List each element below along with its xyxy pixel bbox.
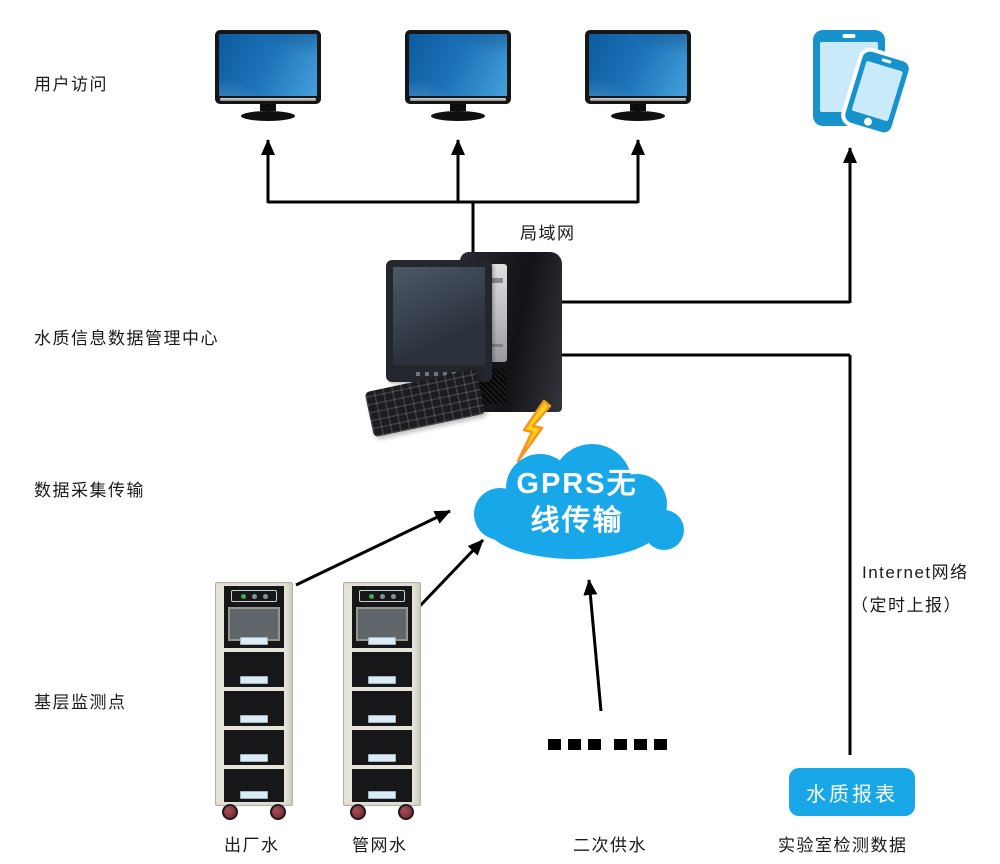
cabinet-drawer: [224, 652, 284, 687]
monitor-screen: [409, 34, 507, 96]
cabinet-display: [356, 607, 408, 641]
cabinet-wheel: [398, 804, 414, 820]
label-factory-water: 出厂水: [224, 836, 280, 855]
computer-monitor-buttons: [416, 372, 462, 376]
water-quality-report-button[interactable]: 水质报表: [789, 768, 915, 816]
cabinet-drawer: [352, 691, 412, 726]
cabinet-label-plate: [240, 637, 268, 645]
cabinet-led-strip: [231, 590, 277, 602]
gprs-cloud-label: GPRS无 线传输: [488, 466, 666, 540]
monitor-neck: [450, 104, 466, 111]
cabinet-drawer: [224, 769, 284, 802]
ellipsis-dash: [588, 739, 601, 750]
cabinet-drawer: [352, 652, 412, 687]
cabinet-label-plate: [368, 637, 396, 645]
label-scheduled-report: （定时上报）: [851, 596, 962, 615]
label-pipe-network-water: 管网水: [352, 836, 408, 855]
label-lan: 局域网: [520, 224, 576, 243]
label-user-access: 用户访问: [34, 75, 108, 94]
desktop-monitor-icon: [405, 30, 511, 122]
management-computer-icon: [364, 248, 573, 438]
cabinet-drawer: [352, 769, 412, 802]
monitor-base: [431, 111, 485, 121]
arrow-secondary-to-cloud: [583, 579, 603, 712]
ellipsis-dash: [654, 739, 667, 750]
phone-home-button: [862, 116, 873, 127]
cabinet-drawer: [224, 691, 284, 726]
label-data-center: 水质信息数据管理中心: [34, 329, 219, 348]
monitoring-cabinet-icon: [343, 582, 421, 820]
monitor-frame: [585, 30, 691, 104]
label-data-collection: 数据采集传输: [34, 481, 145, 500]
ellipsis-dash: [548, 739, 561, 750]
monitor-neck: [630, 104, 646, 111]
monitor-screen: [589, 34, 687, 96]
cabinet-display: [228, 607, 280, 641]
cabinet-label-plate: [368, 715, 396, 723]
monitoring-cabinet-icon: [215, 582, 293, 820]
cabinet-label-plate: [240, 676, 268, 684]
cabinet-wheel: [270, 804, 286, 820]
cabinet-wheel: [222, 804, 238, 820]
label-base-monitoring: 基层监测点: [34, 693, 127, 712]
label-secondary-water: 二次供水: [573, 836, 647, 855]
lightning-icon: [516, 399, 552, 463]
ellipsis-dash: [568, 739, 581, 750]
cabinet-led-strip: [359, 590, 405, 602]
tablet-camera-dot: [842, 34, 856, 38]
gprs-cloud-label-line1: GPRS无: [516, 468, 638, 500]
gprs-cloud: [474, 444, 684, 559]
ellipsis-dash: [634, 739, 647, 750]
monitor-base: [241, 111, 295, 121]
cabinet-label-plate: [240, 754, 268, 762]
cabinet-control-section: [224, 586, 284, 648]
cabinet-label-plate: [368, 676, 396, 684]
cabinet-drawer: [352, 730, 412, 765]
label-internet-network: Internet网络: [862, 563, 969, 582]
cabinet-label-plate: [240, 791, 268, 799]
cabinet-wheel: [350, 804, 366, 820]
monitor-frame: [215, 30, 321, 104]
cabinet-label-plate: [240, 715, 268, 723]
monitor-neck: [260, 104, 276, 111]
phone-screen: [851, 60, 904, 122]
computer-monitor-screen: [393, 267, 485, 365]
ellipsis-dash: [614, 739, 627, 750]
cabinet-drawer: [224, 730, 284, 765]
label-lab-test-data: 实验室检测数据: [778, 836, 908, 855]
cabinet-control-section: [352, 586, 412, 648]
desktop-monitor-icon: [215, 30, 321, 122]
monitor-screen: [219, 34, 317, 96]
desktop-monitor-icon: [585, 30, 691, 122]
phone-camera-dot: [881, 58, 892, 64]
computer-monitor: [386, 260, 492, 382]
monitor-frame: [405, 30, 511, 104]
cabinet-label-plate: [368, 754, 396, 762]
keyboard-icon: [364, 368, 486, 438]
gprs-cloud-label-line2: 线传输: [530, 505, 624, 537]
arrow-cabinet1-to-cloud: [295, 509, 451, 587]
monitor-base: [611, 111, 665, 121]
cabinet-label-plate: [368, 791, 396, 799]
